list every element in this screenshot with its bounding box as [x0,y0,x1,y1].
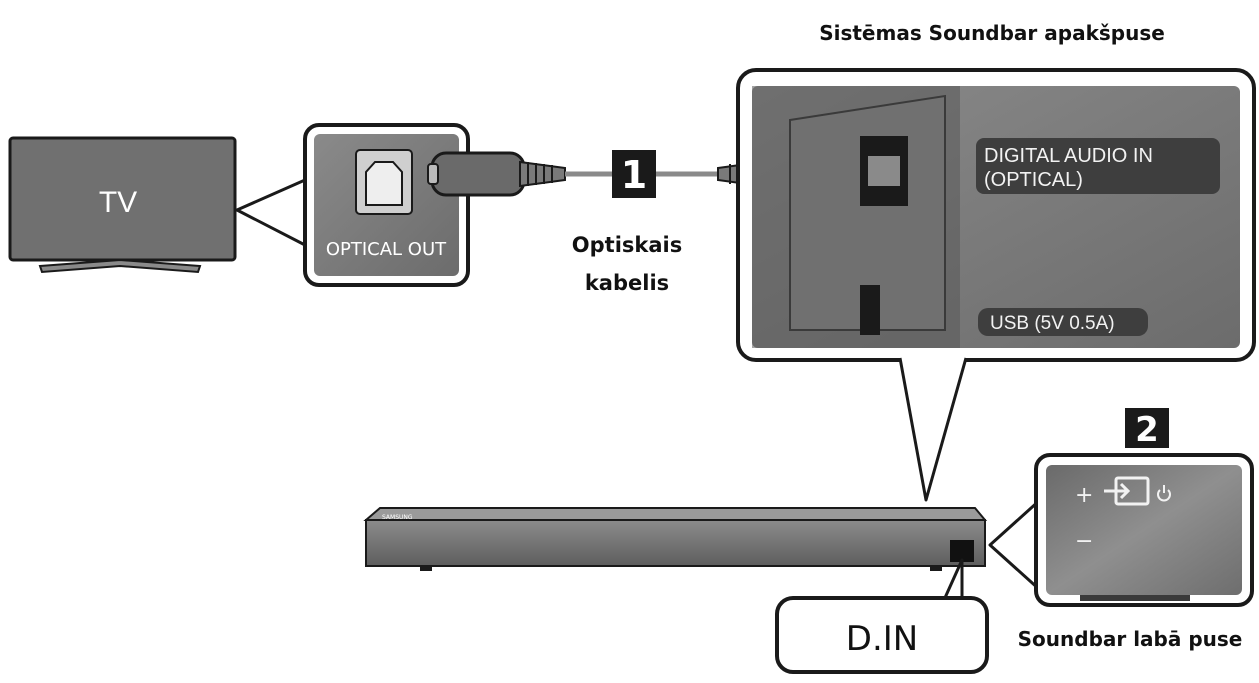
din-port [950,540,974,562]
right-side-label: Soundbar labā puse [1018,627,1243,651]
step-2-number: 2 [1135,410,1159,450]
tv: TV [8,136,237,274]
optical-port-icon [355,149,413,215]
cable-label-line2: kabelis [585,271,669,295]
tv-stand [38,258,202,274]
digital-in-label-line2: (OPTICAL) [984,169,1083,191]
din-callout [942,558,964,601]
step-1-badge: 1 [612,150,656,198]
step-2-badge: 2 [1125,408,1169,450]
input-source-icon [1104,476,1150,506]
volume-minus-button: − [1075,529,1093,554]
bottom-panel-box: DIGITAL AUDIO IN (OPTICAL) USB (5V 0.5A) [736,68,1256,362]
panel-title: Sistēmas Soundbar apakšpuse [819,21,1165,45]
soundbar: SAMSUNG [363,507,988,571]
tv-label: TV [99,186,137,219]
optical-out-box: OPTICAL OUT [303,123,470,287]
soundbar-brand: SAMSUNG [382,514,413,521]
power-icon [1157,485,1171,502]
tv-callout [235,178,307,247]
din-label: D.IN [846,619,918,659]
usb-port [860,285,880,335]
right-side-callout [988,498,1042,592]
bottom-panel-callout [898,357,968,502]
optical-out-label: OPTICAL OUT [326,239,447,260]
cable-label-line1: Optiskais [572,233,682,257]
volume-plus-button: + [1075,483,1093,508]
right-side-box: + − [1034,453,1254,607]
cable-plug-left [427,151,566,197]
step-1-number: 1 [621,153,647,197]
usb-label: USB (5V 0.5A) [990,313,1115,334]
din-box: D.IN [775,596,989,674]
digital-in-label-line1: DIGITAL AUDIO IN [984,145,1153,167]
